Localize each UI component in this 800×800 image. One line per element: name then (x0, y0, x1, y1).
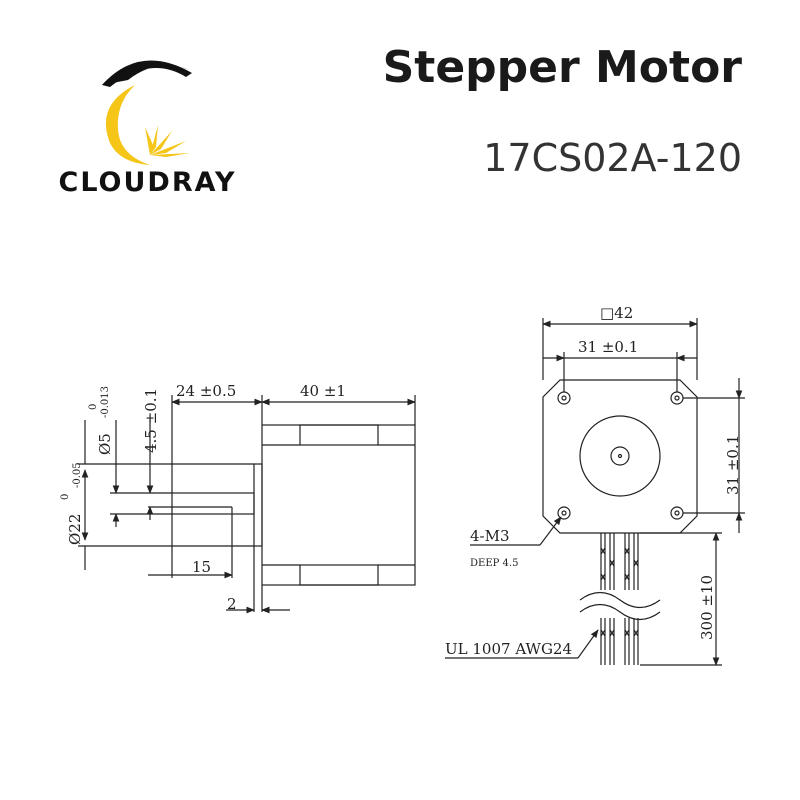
mount-thread-label: 4-M3 (470, 527, 510, 545)
wire-break-top (579, 591, 661, 609)
wire-break-bottom (579, 603, 661, 621)
boss-tol-upper: 0 (60, 494, 71, 500)
shaft-tol-lower: -0.013 (100, 386, 111, 418)
cloudray-logo: CLOUDRAY (40, 45, 255, 205)
hole-spacing-v-label: 31 ±0.1 (724, 435, 742, 495)
mount-depth-label: DEEP 4.5 (470, 558, 518, 569)
wire-spec-label: UL 1007 AWG24 (445, 640, 572, 658)
flat-length-label: 15 (192, 558, 211, 576)
mount-hole-bottom-left (557, 506, 571, 520)
boss-height-label: 2 (227, 595, 237, 613)
shaft-circle (610, 446, 630, 466)
lead-wires (579, 533, 661, 665)
mount-hole-top-right (670, 391, 684, 405)
shaft-outline (171, 492, 255, 515)
boss-outline (253, 463, 263, 547)
shaft-length-label: 24 ±0.5 (176, 382, 236, 400)
boss-diameter-label: Ø22 (66, 514, 84, 545)
side-view (78, 395, 416, 614)
body-ridge-bottom (299, 564, 379, 586)
motor-body-outline (261, 424, 416, 586)
flat-depth-label: 4.5 ±0.1 (142, 388, 160, 453)
model-number: 17CS02A-120 (483, 136, 742, 180)
frame-size-label: □42 (600, 304, 633, 322)
body-ridge-top (299, 424, 379, 446)
mount-hole-top-left (557, 391, 571, 405)
hole-spacing-h-label: 31 ±0.1 (578, 338, 638, 356)
boss-tol-lower: -0.05 (72, 462, 83, 488)
front-view (445, 318, 745, 666)
shaft-diameter-label: Ø5 (96, 433, 114, 455)
body-length-label: 40 ±1 (300, 382, 346, 400)
mount-hole-bottom-right (670, 506, 684, 520)
brand-name: CLOUDRAY (58, 167, 237, 198)
boss-circle (579, 415, 661, 497)
lead-length-label: 300 ±10 (698, 575, 716, 640)
shaft-tol-upper: 0 (88, 404, 99, 410)
cloudray-emblem-icon (102, 60, 192, 165)
page-title: Stepper Motor (382, 42, 742, 93)
